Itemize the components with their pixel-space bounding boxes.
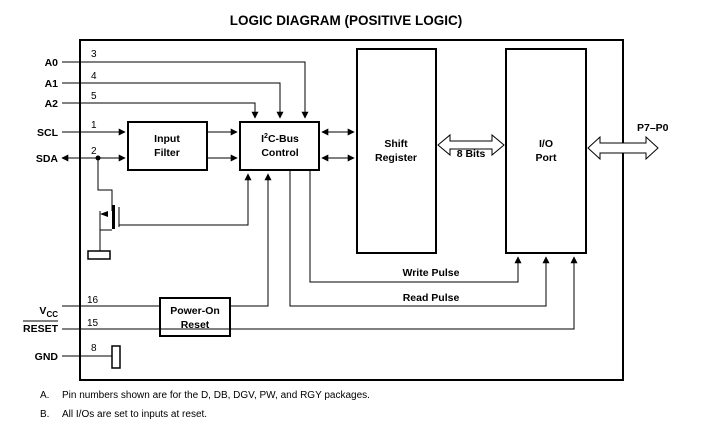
power-on-reset-block <box>159 297 231 337</box>
internal-8bit-bus <box>437 133 505 157</box>
a2-wire <box>62 102 259 119</box>
note-b-text: All I/Os are set to inputs at reset. <box>62 409 207 420</box>
transistor-gate-wire <box>119 173 252 226</box>
i2c-control-label-line1: I2C-Bus <box>261 133 299 145</box>
transistor-channel <box>112 205 115 229</box>
pin-gnd-label: GND <box>35 351 59 363</box>
transistor-arrow <box>100 211 108 217</box>
i2c-control-label-line2: Control <box>261 147 298 159</box>
port-bus <box>587 135 659 161</box>
io-port-label-line1: I/O <box>539 138 553 150</box>
write-pulse-wire <box>309 170 522 283</box>
pin-a2-label: A2 <box>45 98 59 110</box>
sda-tap-wire <box>97 158 108 191</box>
transistor-drain <box>108 189 113 211</box>
pin-a0-number: 3 <box>91 49 97 60</box>
note-a-text: Pin numbers shown are for the D, DB, DGV… <box>62 390 370 401</box>
a0-wire <box>62 61 309 119</box>
pin-vcc-number: 16 <box>87 295 99 306</box>
pin-port-label: P7–P0 <box>637 122 669 134</box>
diagram-title: LOGIC DIAGRAM (POSITIVE LOGIC) <box>230 13 463 28</box>
power-on-reset-label-line2: Reset <box>181 319 210 331</box>
sda-ground-symbol <box>87 250 111 260</box>
pin-sda-label: SDA <box>36 153 59 165</box>
write-pulse-label: Write Pulse <box>403 267 460 279</box>
pin-a2-number: 5 <box>91 91 97 102</box>
note-a-letter: A. <box>40 390 49 401</box>
reset-wire <box>62 256 578 330</box>
i2c-control-block <box>239 121 320 171</box>
input-filter-label-line2: Filter <box>154 147 180 159</box>
pin-a1-label: A1 <box>45 78 59 90</box>
input-filter-block <box>127 121 208 171</box>
wires <box>61 61 578 357</box>
pin-sda-number: 2 <box>91 146 97 157</box>
pin-a0-label: A0 <box>45 57 59 69</box>
bus-label: 8 Bits <box>457 148 486 160</box>
shift-register-label-line1: Shift <box>384 138 408 150</box>
power-on-reset-label-line1: Power-On <box>170 305 220 317</box>
io-port-label-line2: Port <box>536 152 558 164</box>
pin-a1-number: 4 <box>91 71 97 82</box>
read-pulse-wire <box>289 170 550 307</box>
sda-junction-dot <box>95 155 101 161</box>
input-filter-label-line1: Input <box>154 133 180 145</box>
shift-register-label-line2: Register <box>375 152 417 164</box>
io-port-block <box>505 48 587 254</box>
pin-scl-number: 1 <box>91 120 97 131</box>
device-outline <box>79 39 624 381</box>
shift-register-block <box>356 48 437 254</box>
a1-wire <box>62 82 284 119</box>
read-pulse-label: Read Pulse <box>403 292 460 304</box>
pin-vcc-label: VCC <box>39 305 58 319</box>
gnd-symbol <box>111 345 121 369</box>
note-b-letter: B. <box>40 409 49 420</box>
pin-reset-number: 15 <box>87 318 99 329</box>
por-control-wire <box>230 173 272 307</box>
pin-scl-label: SCL <box>37 127 59 139</box>
pin-reset-label: RESET <box>23 323 59 335</box>
pin-gnd-number: 8 <box>91 343 97 354</box>
